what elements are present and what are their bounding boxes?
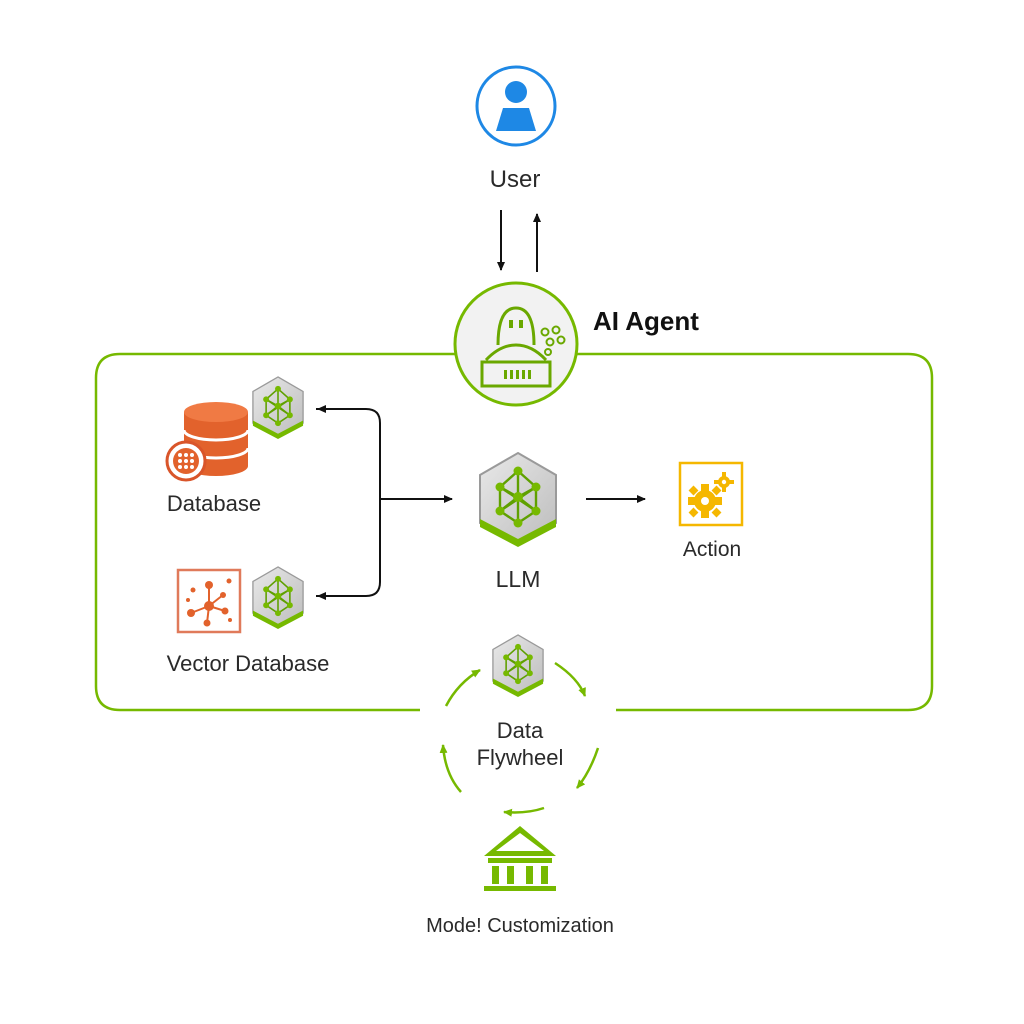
database-icon — [165, 402, 250, 482]
action-label: Action — [682, 538, 742, 561]
llm-cube-icon — [478, 451, 558, 549]
vector-database-label: Vector Database — [166, 651, 330, 676]
llm-label: LLM — [495, 566, 541, 592]
database-label: Database — [166, 491, 262, 516]
gears-icon — [678, 461, 744, 527]
user-icon — [475, 65, 557, 147]
agent-boundary — [94, 352, 934, 712]
data-flywheel-label: Data Flywheel — [476, 718, 564, 770]
ai-agent-icon — [453, 281, 579, 407]
user-label: User — [489, 166, 541, 193]
database-model-cube-icon — [252, 376, 304, 440]
model-customization-label: Mode! Customization — [426, 915, 614, 937]
ai-agent-label: AI Agent — [593, 306, 699, 336]
vector-database-icon — [176, 568, 242, 634]
vector-database-model-cube-icon — [252, 566, 304, 630]
institution-icon — [484, 826, 556, 891]
flywheel-arrows — [439, 661, 600, 817]
storage-to-llm-connector — [316, 408, 381, 597]
flywheel-cube-icon — [492, 634, 544, 698]
